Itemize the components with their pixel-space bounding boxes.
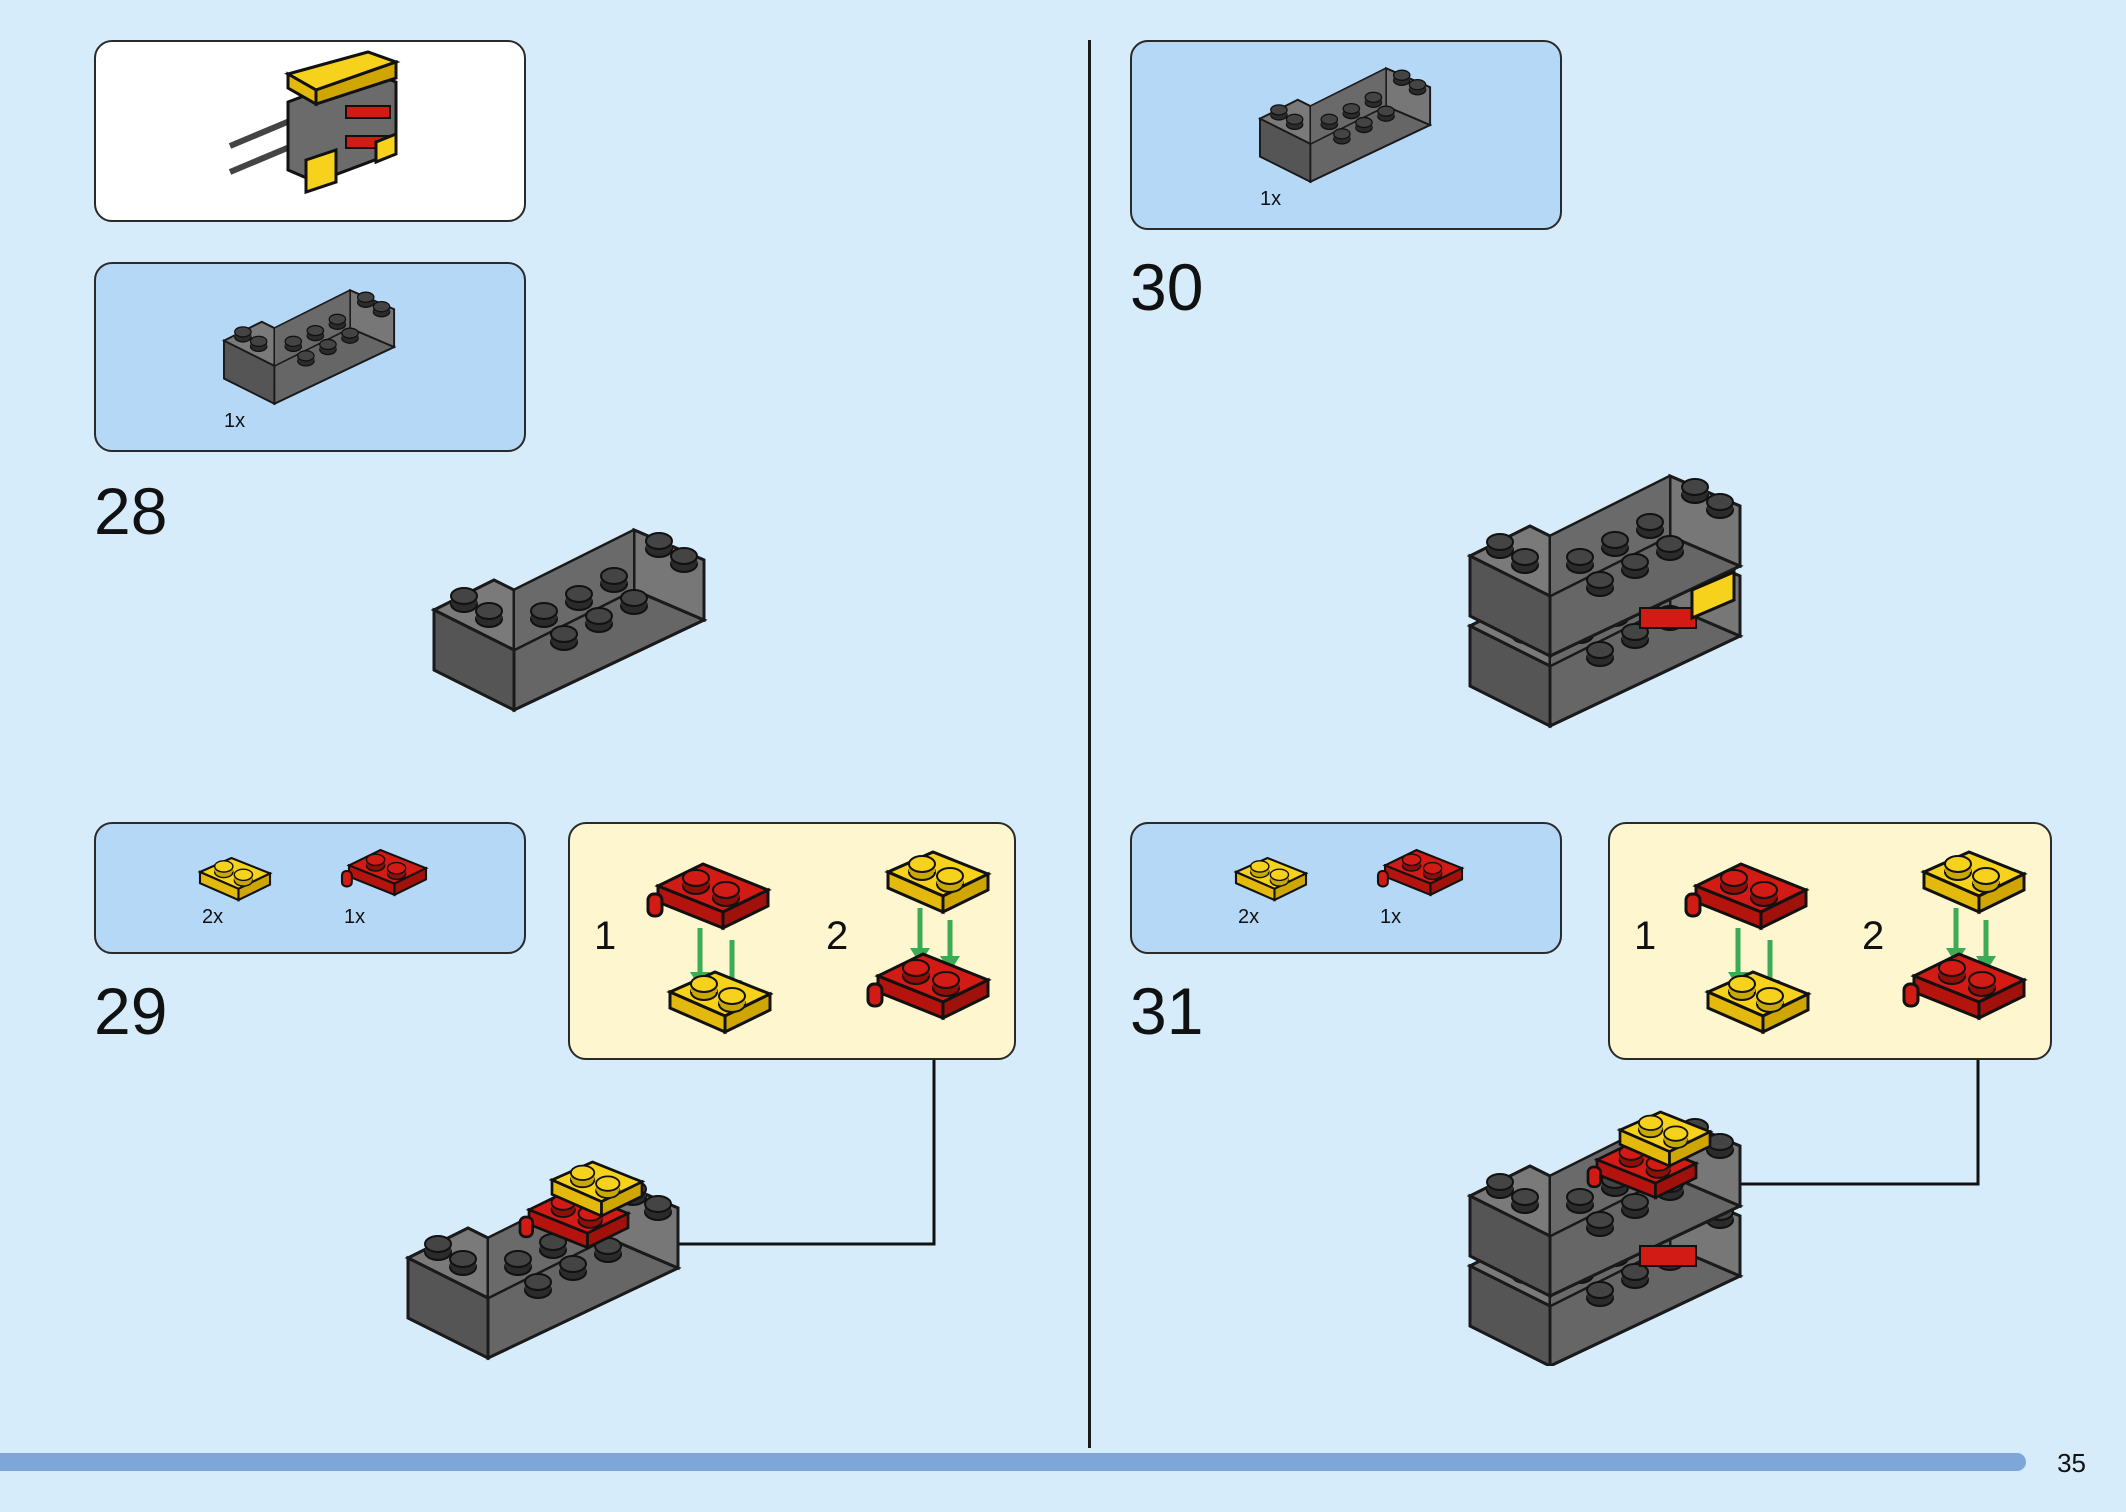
step-30-parts-panel: 1x	[1130, 40, 1562, 230]
step-number: 29	[94, 974, 168, 1048]
part-quantity: 2x	[1238, 906, 1260, 928]
substep-illustration	[570, 824, 1016, 1060]
substep-illustration	[1610, 824, 2052, 1060]
step-31-model	[1464, 1096, 1764, 1371]
part-quantity: 1x	[1260, 188, 1282, 210]
step-30-model	[1464, 460, 1764, 735]
step-29-model-image	[402, 1152, 702, 1372]
step-29-parts-image	[96, 824, 526, 954]
step-31-substep-callout: 1 2	[1608, 822, 2052, 1060]
part-quantity: 2x	[202, 906, 224, 928]
bracket-brick-part-image	[96, 264, 526, 452]
part-quantity: 1x	[224, 410, 246, 432]
substep-number: 1	[594, 914, 617, 958]
subassembly-preview-panel	[94, 40, 526, 222]
step-31-parts-panel: 2x 1x	[1130, 822, 1562, 954]
page-number: 35	[2057, 1448, 2086, 1478]
step-number: 28	[94, 474, 168, 548]
step-29-model	[402, 1152, 702, 1377]
step-28-model-image	[428, 510, 728, 730]
step-29-substep-callout: 1 2	[568, 822, 1016, 1060]
substep-number: 2	[826, 914, 849, 958]
part-quantity: 1x	[1380, 906, 1402, 928]
step-31-model-image	[1464, 1096, 1764, 1366]
step-30-model-image	[1464, 460, 1764, 730]
step-28-model	[428, 510, 728, 735]
step-number: 30	[1130, 250, 1204, 324]
page-divider	[1088, 40, 1091, 1448]
substep-number: 1	[1634, 914, 1657, 958]
step-31-parts-image	[1132, 824, 1562, 954]
subassembly-preview-image	[228, 50, 401, 195]
step-29-parts-panel: 2x 1x	[94, 822, 526, 954]
step-28-parts-panel: 1x	[94, 262, 526, 452]
step-number: 31	[1130, 974, 1204, 1048]
bracket-brick-part-image	[1132, 42, 1562, 230]
part-quantity: 1x	[344, 906, 366, 928]
substep-number: 2	[1862, 914, 1885, 958]
progress-bar	[0, 1453, 2026, 1471]
